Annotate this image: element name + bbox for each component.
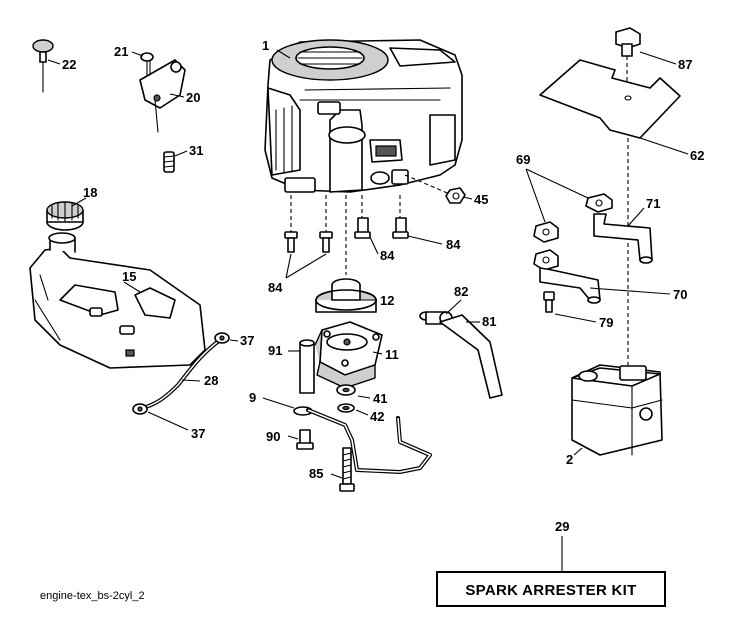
spacer-12 xyxy=(315,278,377,313)
callout-41: 41 xyxy=(373,391,387,406)
clamp-37-bottom xyxy=(132,403,148,415)
callout-45: 45 xyxy=(474,192,488,207)
spacer-91 xyxy=(299,339,315,394)
leader-15 xyxy=(123,281,141,293)
callout-9: 9 xyxy=(249,390,256,405)
muffler-2 xyxy=(571,364,663,456)
heat-shield-62 xyxy=(539,59,681,139)
callout-1: 1 xyxy=(262,38,269,53)
leader-90 xyxy=(287,435,299,440)
pipe-70 xyxy=(539,267,601,304)
callout-20: 20 xyxy=(186,90,200,105)
callout-71: 71 xyxy=(646,196,660,211)
callout-84-left: 84 xyxy=(268,280,283,295)
callout-11: 11 xyxy=(385,347,399,362)
callout-82: 82 xyxy=(454,284,468,299)
leader-85 xyxy=(330,473,343,479)
callout-91: 91 xyxy=(268,343,282,358)
leader-84-mid xyxy=(369,236,379,255)
nut-45 xyxy=(445,187,466,204)
leader-1 xyxy=(276,49,291,59)
hose-81 xyxy=(439,314,503,399)
fuel-cap-18 xyxy=(46,201,84,231)
callout-18: 18 xyxy=(83,185,97,200)
leader-79 xyxy=(554,313,597,323)
spark-arrester-kit-box xyxy=(436,571,666,607)
bracket-20 xyxy=(139,59,186,133)
drawing-id: engine-tex_bs-2cyl_2 xyxy=(40,590,145,602)
leader-84-left xyxy=(285,253,327,279)
callout-21: 21 xyxy=(114,44,128,59)
engine xyxy=(264,39,463,193)
bracket-9 xyxy=(293,406,432,474)
leader-45 xyxy=(462,196,473,200)
callout-70: 70 xyxy=(673,287,687,302)
bolt-87 xyxy=(615,27,641,57)
bolt-85 xyxy=(339,447,355,492)
callout-37-bottom: 37 xyxy=(191,426,205,441)
callout-28: 28 xyxy=(204,373,218,388)
clutch-11 xyxy=(314,321,383,389)
leader-41 xyxy=(357,395,371,399)
bolt-90 xyxy=(296,429,314,450)
leader-69 xyxy=(525,168,589,223)
leader-18 xyxy=(71,197,87,207)
pipe-71 xyxy=(593,213,653,264)
leader-62 xyxy=(639,137,689,155)
callout-79: 79 xyxy=(599,315,613,330)
knob-22 xyxy=(32,39,54,93)
bolt-84-right xyxy=(354,217,371,239)
leader-87 xyxy=(639,51,677,65)
callout-42: 42 xyxy=(370,409,384,424)
leader-37-bottom xyxy=(147,411,189,431)
leader-71 xyxy=(627,207,645,227)
callout-90: 90 xyxy=(266,429,280,444)
bolt-84-far xyxy=(392,217,409,239)
callout-69: 69 xyxy=(516,152,530,167)
bolt-79 xyxy=(543,291,555,313)
spring-31 xyxy=(163,151,175,173)
leader-11 xyxy=(372,351,383,355)
callout-12: 12 xyxy=(380,293,394,308)
leader-2 xyxy=(573,447,583,456)
leader-9 xyxy=(262,397,295,409)
leader-28 xyxy=(181,379,201,382)
callout-62: 62 xyxy=(690,148,704,163)
spark-arrester-kit-label: SPARK ARRESTER KIT xyxy=(465,582,636,599)
washer-41 xyxy=(336,384,356,396)
leader-20 xyxy=(169,93,185,98)
leader-37-top xyxy=(229,339,239,342)
callout-37-top: 37 xyxy=(240,333,254,348)
bolt-84-left xyxy=(284,231,298,253)
callout-84-mid: 84 xyxy=(380,248,395,263)
leader-70 xyxy=(589,287,671,295)
callout-15: 15 xyxy=(122,269,136,284)
callout-22: 22 xyxy=(62,57,76,72)
clamp-37-top xyxy=(214,332,230,344)
leader-21 xyxy=(131,51,144,57)
fuel-line-28-core xyxy=(141,339,221,409)
gasket-69 xyxy=(533,193,613,271)
leader-22 xyxy=(47,59,61,65)
leader-84-right xyxy=(407,235,443,245)
fuel-tank-15 xyxy=(29,232,206,369)
callout-29: 29 xyxy=(555,519,569,534)
screw-21 xyxy=(140,52,154,76)
callout-85: 85 xyxy=(309,466,323,481)
callout-31: 31 xyxy=(189,143,203,158)
leader-31 xyxy=(174,150,188,157)
callout-81: 81 xyxy=(482,314,496,329)
washer-42 xyxy=(337,403,355,413)
guide-45 xyxy=(404,174,453,196)
callout-87: 87 xyxy=(678,57,692,72)
callout-84-right: 84 xyxy=(446,237,461,252)
leader-42 xyxy=(355,409,369,416)
bolt-84-mid xyxy=(319,231,333,253)
leader-82 xyxy=(445,299,462,315)
callout-2: 2 xyxy=(566,452,573,467)
